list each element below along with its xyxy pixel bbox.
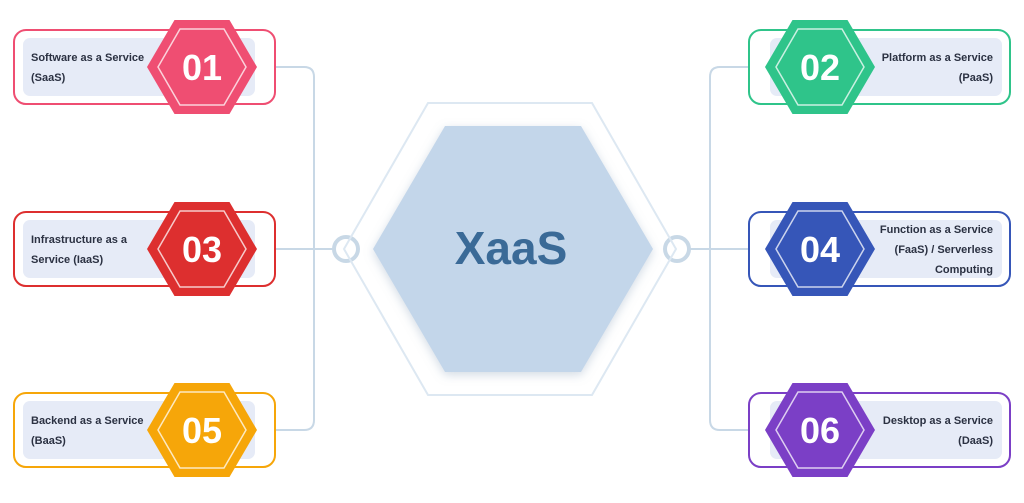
service-label-line: Infrastructure as a [31, 234, 128, 246]
service-label-line: Function as a Service [880, 224, 993, 236]
service-items: Software as a Service (SaaS) 01 Platform as… [13, 20, 1011, 477]
number-hexagon-outline [775, 391, 865, 469]
service-label: Software as a Service (SaaS) [31, 52, 144, 84]
service-item-02: Platform as a Service (PaaS) 02 [748, 20, 1011, 114]
service-label: Infrastructure as a Service (IaaS) [31, 234, 128, 266]
item-number: 06 [800, 410, 840, 451]
center-hexagon-shape [373, 126, 653, 372]
number-hexagon-outline [775, 28, 865, 106]
number-hexagon-outline [157, 210, 247, 288]
service-label-line: Service (IaaS) [31, 254, 103, 266]
service-label: Desktop as a Service (DaaS) [883, 415, 993, 447]
number-hexagon-outline [157, 391, 247, 469]
service-label-line: Desktop as a Service [883, 415, 993, 427]
service-item-05: Backend as a Service (BaaS) 05 [13, 383, 276, 477]
item-number: 04 [800, 229, 840, 270]
item-number: 02 [800, 47, 840, 88]
number-hexagon-outline [775, 210, 865, 288]
number-hexagon [765, 383, 875, 477]
number-hexagon [147, 20, 257, 114]
service-label-line: (FaaS) / Serverless [895, 244, 993, 256]
center-hexagon: XaaS [342, 102, 678, 396]
item-number: 03 [182, 229, 222, 270]
service-label-line: Platform as a Service [882, 52, 993, 64]
service-label: Platform as a Service (PaaS) [882, 52, 994, 84]
connector-node [332, 235, 360, 263]
service-label-line: (SaaS) [31, 72, 66, 84]
service-label-line: Software as a Service [31, 52, 144, 64]
service-label-line: Computing [935, 264, 993, 276]
number-hexagon-outline [157, 28, 247, 106]
service-item-01: Software as a Service (SaaS) 01 [13, 20, 276, 114]
service-label-line: (PaaS) [959, 72, 994, 84]
service-label-line: (BaaS) [31, 435, 66, 447]
center-hexagon-frame [342, 102, 678, 396]
number-hexagon [147, 383, 257, 477]
service-item-04: Function as a Service (FaaS) / Serverless… [748, 202, 1011, 296]
service-item-06: Desktop as a Service (DaaS) 06 [748, 383, 1011, 477]
connectors [257, 66, 767, 431]
item-number: 05 [182, 410, 222, 451]
item-number: 01 [182, 47, 222, 88]
service-label-line: Backend as a Service [31, 415, 144, 427]
service-label: Backend as a Service (BaaS) [31, 415, 144, 447]
service-label-line: (DaaS) [958, 435, 993, 447]
center-label: XaaS [455, 222, 568, 274]
service-label: Function as a Service (FaaS) / Serverless… [880, 224, 993, 276]
service-item-03: Infrastructure as a Service (IaaS) 03 [13, 202, 276, 296]
number-hexagon [765, 202, 875, 296]
number-hexagon [765, 20, 875, 114]
number-hexagon [147, 202, 257, 296]
